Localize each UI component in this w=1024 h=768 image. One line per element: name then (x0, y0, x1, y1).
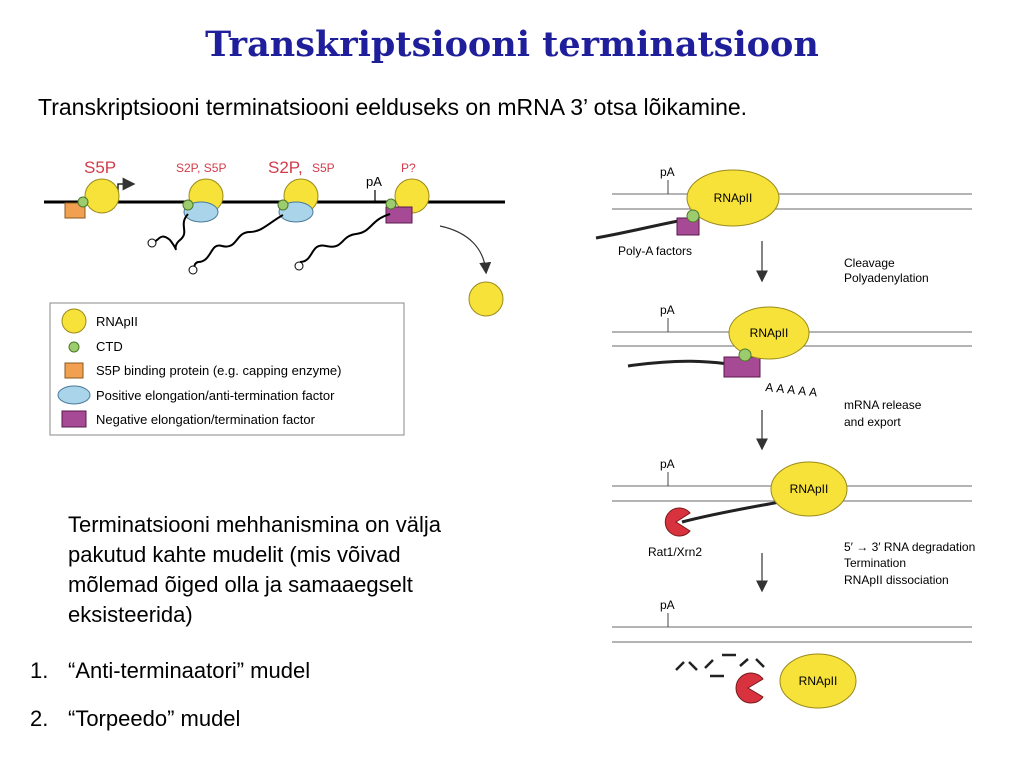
legend-ctd-icon (68, 341, 80, 353)
rnapii-label: RNApII (799, 674, 838, 688)
legend-rnapii-icon (61, 308, 87, 334)
step-label: mRNA release (844, 398, 922, 412)
rnapii-label: RNApII (790, 482, 829, 496)
poly-a-tail: AAAAA (765, 380, 821, 400)
rat1-exonuclease (664, 507, 691, 537)
intro-text: Terminatsiooni mehhanismina on välja pak… (68, 512, 441, 627)
model-label: “Torpeedo” mudel (68, 706, 241, 731)
model-item-torpedo: 2. “Torpeedo” mudel (30, 706, 240, 732)
right-termination-diagram: pA RNApII Poly-A factors Cleavage Polyad… (595, 165, 975, 709)
rna-cap (188, 265, 198, 275)
legend-label: Positive elongation/anti-termination fac… (96, 388, 335, 403)
legend: RNApII CTD S5P binding protein (e.g. cap… (49, 302, 405, 436)
ctd-domain (738, 348, 752, 362)
ctd-domain (182, 199, 194, 211)
model-number: 1. (30, 658, 49, 683)
ctd-domain (686, 209, 700, 223)
legend-label: S5P binding protein (e.g. capping enzyme… (96, 363, 341, 378)
nascent-rna (192, 214, 284, 271)
rna-cap (147, 238, 157, 248)
released-rnapii (468, 281, 504, 317)
left-elongation-diagram: S5P S2P, S5P S2P, S5P pA P? (44, 158, 505, 317)
label-s5p-small: S5P (312, 161, 335, 175)
step-label: 5′ → 3′ RNA degradation (844, 540, 975, 554)
nascent-rna (299, 213, 391, 263)
transcription-start-arrow (117, 177, 136, 192)
legend-label: RNApII (96, 314, 138, 329)
step-label: Polyadenylation (844, 271, 929, 285)
release-arrow (439, 225, 492, 275)
step-label: and export (844, 415, 901, 429)
model-item-anti-terminator: 1. “Anti-terminaatori” mudel (30, 658, 310, 684)
ctd-domain (77, 196, 89, 208)
model-label: “Anti-terminaatori” mudel (68, 658, 311, 683)
label-pa: pA (366, 174, 382, 189)
label-pa: pA (660, 598, 675, 612)
label-pa: pA (660, 457, 675, 471)
ctd-domain (277, 199, 289, 211)
label-s2p-s5p: S2P, S5P (176, 161, 226, 175)
s5p-binding-protein (64, 202, 86, 219)
ctd-domain (385, 198, 397, 210)
step-label: Termination (844, 556, 906, 570)
legend-s5p-binding-icon (64, 362, 84, 379)
slide-subtitle: Transkriptsiooni terminatsiooni eeldusek… (38, 94, 748, 120)
label-p-question: P? (401, 161, 416, 175)
poly-a-factors-label: Poly-A factors (618, 244, 692, 258)
legend-negative-factor-icon (61, 410, 87, 428)
legend-box (49, 302, 405, 436)
rnapii-label: RNApII (714, 191, 753, 205)
step-label: Cleavage (844, 256, 895, 270)
legend-label: CTD (96, 339, 123, 354)
rnapii-polymerase (770, 461, 848, 517)
step-label: RNApII dissociation (844, 573, 949, 587)
label-pa: pA (660, 303, 675, 317)
rnapii-polymerase (686, 169, 780, 227)
rat1-exonuclease (735, 672, 764, 704)
label-pa: pA (660, 165, 675, 179)
nascent-rna (151, 213, 189, 251)
rnapii-polymerase (728, 306, 810, 360)
model-number: 2. (30, 706, 49, 731)
slide-title: Transkriptsiooni terminatsioon (205, 24, 819, 65)
rna-cap (294, 261, 304, 271)
uncapped-rna (681, 498, 791, 524)
label-s2p: S2P, (268, 158, 303, 177)
legend-positive-factor-icon (57, 385, 91, 405)
legend-label: Negative elongation/termination factor (96, 412, 316, 427)
rnapii-label: RNApII (750, 326, 789, 340)
degraded-rna-fragments (675, 653, 765, 678)
label-s5p: S5P (84, 158, 116, 177)
rnapii-polymerase (84, 178, 120, 214)
rat1-label: Rat1/Xrn2 (648, 545, 702, 559)
released-rnapii (779, 653, 857, 709)
